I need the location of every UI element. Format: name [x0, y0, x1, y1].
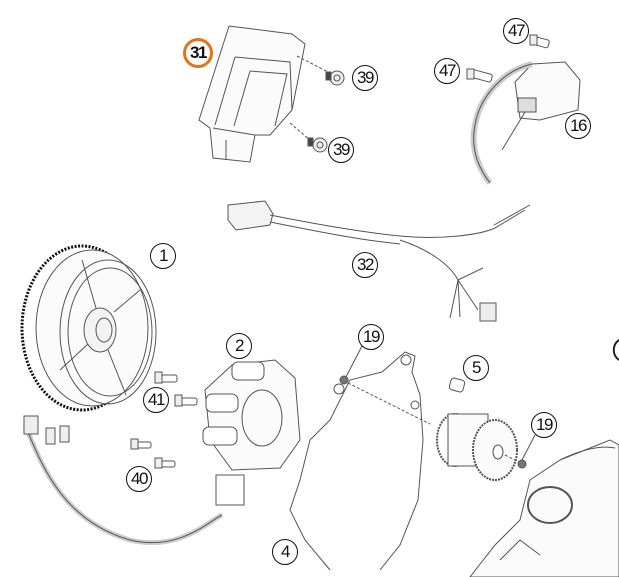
callout-4-gasket[interactable]: 4: [272, 539, 298, 565]
callout-41-screws[interactable]: 41: [143, 387, 169, 413]
engine-case-drawing[interactable]: [469, 439, 619, 577]
ignition-coil-drawing[interactable]: [470, 61, 581, 185]
gasket-drawing[interactable]: [289, 351, 424, 571]
callout-40-screws[interactable]: 40: [126, 466, 152, 492]
wiring-harness-drawing[interactable]: [227, 200, 531, 322]
starter-gear-drawing[interactable]: [436, 413, 536, 481]
callout-5-bushing[interactable]: 5: [463, 355, 489, 381]
ignition-control-unit-drawing[interactable]: [198, 25, 306, 163]
stator-drawing[interactable]: [22, 359, 301, 546]
screw-39-top-drawing[interactable]: [296, 55, 345, 86]
callout-16-ignition-coil[interactable]: 16: [565, 113, 591, 139]
callout-39-top[interactable]: 39: [352, 65, 378, 91]
callout-39-bottom[interactable]: 39: [328, 137, 354, 163]
edge-fragment: [612, 339, 619, 361]
callout-47-top[interactable]: 47: [503, 18, 529, 44]
callout-19-top[interactable]: 19: [358, 324, 384, 350]
bushing-drawing[interactable]: [448, 377, 466, 393]
callout-47-left[interactable]: 47: [434, 58, 460, 84]
screws-40-drawing[interactable]: [130, 438, 176, 469]
screw-39-bottom-drawing[interactable]: [289, 122, 328, 153]
screws-41-drawing[interactable]: [154, 371, 198, 407]
bolt-47-top-drawing[interactable]: [529, 34, 550, 49]
callout-2-stator[interactable]: 2: [226, 333, 252, 359]
callout-31-ignition-control-unit[interactable]: 31: [183, 38, 213, 68]
flywheel-drawing[interactable]: [20, 244, 157, 412]
bolt-47-left-drawing[interactable]: [466, 68, 493, 83]
callout-19-right[interactable]: 19: [531, 412, 557, 438]
callout-1-flywheel[interactable]: 1: [150, 243, 176, 269]
callout-32-wiring-harness[interactable]: 32: [352, 252, 378, 278]
nut-19-top-drawing[interactable]: [339, 345, 431, 425]
